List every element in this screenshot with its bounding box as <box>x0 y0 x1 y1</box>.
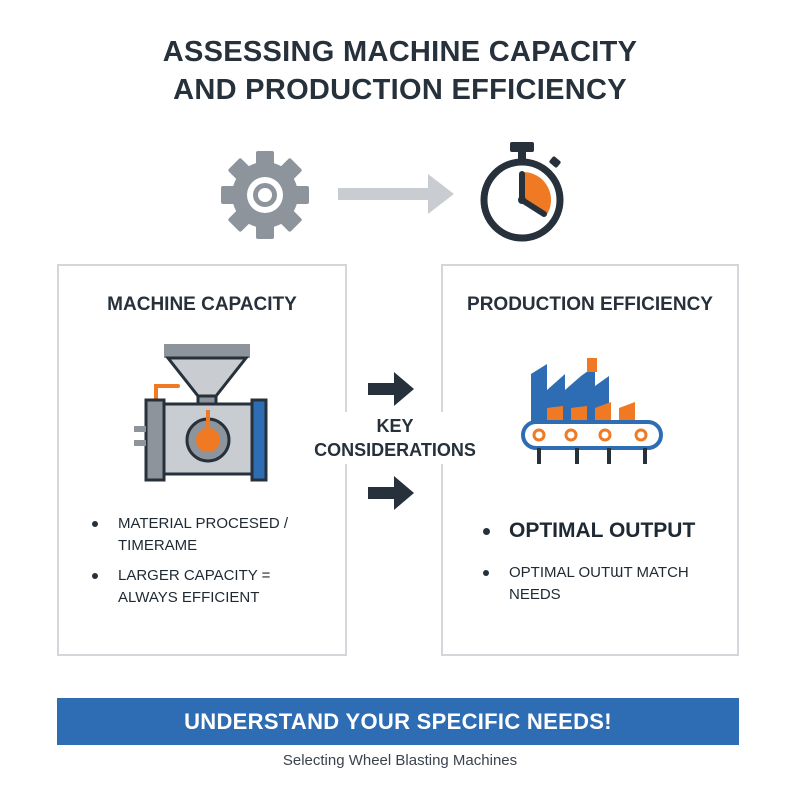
call-to-action-banner: UNDERSTAND YOUR SPECIFIC NEEDS! <box>57 698 739 745</box>
factory-conveyor-icon <box>521 358 663 464</box>
arrow-right-icon <box>338 174 454 214</box>
list-item: LARGER CAPACITY = ALWAYS EFFICIENT <box>92 565 332 609</box>
stopwatch-icon <box>480 142 564 242</box>
page-title-line-1: ASSESSING MACHINE CAPACITY <box>162 36 638 68</box>
list-item: OPTIMAL OUTƜT MATCH NEEDS <box>483 562 733 606</box>
key-considerations-label: KEY CONSIDERATIONS <box>310 412 480 464</box>
machine-capacity-title: MACHINE CAPACITY <box>107 294 297 315</box>
gear-icon <box>221 151 309 239</box>
arrow-right-icon <box>368 476 414 510</box>
arrow-right-icon <box>368 372 414 406</box>
machine-capacity-panel: MACHINE CAPACITY MATERIAL PROCESED / TIM… <box>57 264 347 656</box>
production-efficiency-panel: PRODUCTION EFFICIENCY OPTIMAL OUTPUT OPT… <box>441 264 739 656</box>
list-item: MATERIAL PROCESED / TIMERAME <box>92 513 332 557</box>
key-considerations-line-1: KEY <box>376 416 414 436</box>
machine-hopper-icon <box>134 344 268 482</box>
production-efficiency-title: PRODUCTION EFFICIENCY <box>467 294 713 315</box>
key-considerations-line-2: CONSIDERATIONS <box>314 440 476 460</box>
banner-text: UNDERSTAND YOUR SPECIFIC NEEDS! <box>184 708 612 734</box>
list-item: OPTIMAL OUTPUT <box>483 516 733 546</box>
page-title-line-2: AND PRODUCTION EFFICIENCY <box>173 74 627 106</box>
footer-caption: Selecting Wheel Blasting Machines <box>282 752 518 769</box>
